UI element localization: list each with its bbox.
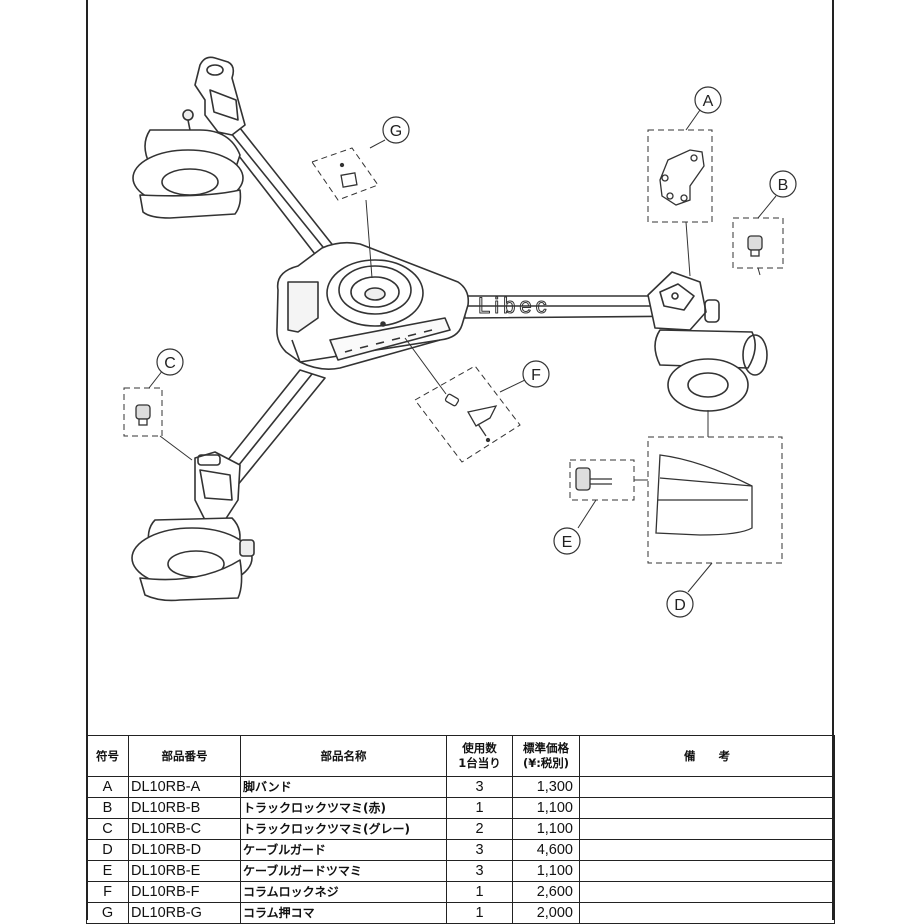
- row-price: 1,300: [512, 776, 580, 798]
- detail-box-c: [123, 387, 163, 437]
- callout-g: G: [382, 116, 410, 144]
- row-remarks: [579, 860, 835, 882]
- parts-list-table: 符号 部品番号 部品名称 使用数 1台当り 標準価格 (¥:税別) 備 考 A …: [86, 735, 835, 924]
- row-part-name: トラックロックツマミ(赤): [240, 797, 447, 819]
- svg-text:F: F: [531, 367, 541, 384]
- row-quantity: 1: [446, 881, 513, 903]
- row-symbol: D: [86, 839, 129, 861]
- row-price: 2,600: [512, 881, 580, 903]
- row-part-name: 脚バンド: [240, 776, 447, 798]
- row-price: 4,600: [512, 839, 580, 861]
- table-row: B DL10RB-B トラックロックツマミ(赤) 1 1,100: [86, 797, 835, 819]
- header-part-number: 部品番号: [128, 735, 241, 777]
- row-symbol: A: [86, 776, 129, 798]
- caster-upper-left: [132, 56, 246, 219]
- row-symbol: F: [86, 881, 129, 903]
- row-remarks: [579, 839, 835, 861]
- header-remarks: 備 考: [579, 735, 835, 777]
- part-f-column-lock-screw: [444, 393, 498, 443]
- svg-text:B: B: [778, 177, 789, 194]
- header-price-line1: 標準価格: [523, 741, 569, 755]
- row-part-number: DL10RB-B: [128, 797, 241, 819]
- callout-c: C: [156, 348, 184, 376]
- row-price: 1,100: [512, 818, 580, 840]
- row-part-number: DL10RB-A: [128, 776, 241, 798]
- part-c-track-lock-knob-grey: [135, 404, 151, 426]
- row-part-number: DL10RB-G: [128, 902, 241, 924]
- row-remarks: [579, 797, 835, 819]
- left-border-line: [86, 0, 88, 920]
- header-price: 標準価格 (¥:税別): [512, 735, 580, 777]
- svg-text:D: D: [674, 597, 686, 614]
- svg-text:A: A: [703, 93, 714, 110]
- detail-box-a: [647, 129, 713, 223]
- row-part-name: コラムロックネジ: [240, 881, 447, 903]
- row-symbol: G: [86, 902, 129, 924]
- callout-f: F: [522, 360, 550, 388]
- callout-e: E: [553, 527, 581, 555]
- table-row: E DL10RB-E ケーブルガードツマミ 3 1,100: [86, 860, 835, 882]
- row-part-name: ケーブルガードツマミ: [240, 860, 447, 882]
- table-row: A DL10RB-A 脚バンド 3 1,300: [86, 776, 835, 798]
- svg-text:G: G: [390, 123, 402, 140]
- row-quantity: 3: [446, 776, 513, 798]
- detail-box-g: [311, 147, 379, 201]
- row-price: 1,100: [512, 797, 580, 819]
- row-remarks: [579, 902, 835, 924]
- row-quantity: 2: [446, 818, 513, 840]
- row-quantity: 3: [446, 860, 513, 882]
- row-part-number: DL10RB-D: [128, 839, 241, 861]
- svg-text:C: C: [164, 355, 176, 372]
- row-quantity: 1: [446, 902, 513, 924]
- table-row: F DL10RB-F コラムロックネジ 1 2,600: [86, 881, 835, 903]
- brand-logo: Libec: [478, 293, 551, 318]
- svg-text:E: E: [562, 534, 573, 551]
- row-remarks: [579, 776, 835, 798]
- table-row: C DL10RB-C トラックロックツマミ(グレー) 2 1,100: [86, 818, 835, 840]
- row-symbol: C: [86, 818, 129, 840]
- part-d-cable-guard: [655, 454, 753, 536]
- header-price-line2: (¥:税別): [522, 756, 570, 770]
- header-symbol: 符号: [86, 735, 129, 777]
- row-part-name: トラックロックツマミ(グレー): [240, 818, 447, 840]
- row-symbol: E: [86, 860, 129, 882]
- row-quantity: 1: [446, 797, 513, 819]
- part-e-cable-guard-knob: [575, 467, 612, 491]
- row-price: 2,000: [512, 902, 580, 924]
- exploded-parts-diagram: Libec: [123, 56, 797, 618]
- caster-lower-left: [131, 451, 255, 602]
- header-quantity: 使用数 1台当り: [446, 735, 513, 777]
- right-border-line: [832, 0, 834, 920]
- caster-right: [647, 271, 768, 412]
- callout-b: B: [769, 170, 797, 198]
- part-g-column-clamp-piece: [339, 162, 358, 188]
- row-remarks: [579, 818, 835, 840]
- row-part-name: コラム押コマ: [240, 902, 447, 924]
- row-part-number: DL10RB-C: [128, 818, 241, 840]
- row-part-number: DL10RB-E: [128, 860, 241, 882]
- table-header-row: 符号 部品番号 部品名称 使用数 1台当り 標準価格 (¥:税別) 備 考: [86, 735, 835, 777]
- header-quantity-line1: 使用数: [462, 741, 497, 755]
- row-symbol: B: [86, 797, 129, 819]
- detail-box-f: [414, 365, 521, 463]
- row-price: 1,100: [512, 860, 580, 882]
- callout-d: D: [666, 590, 694, 618]
- row-quantity: 3: [446, 839, 513, 861]
- table-row: G DL10RB-G コラム押コマ 1 2,000: [86, 902, 835, 924]
- part-a-leg-band: [659, 149, 705, 206]
- center-column-clamp: [326, 259, 424, 327]
- callout-a: A: [694, 86, 722, 114]
- row-part-number: DL10RB-F: [128, 881, 241, 903]
- row-remarks: [579, 881, 835, 903]
- header-part-name: 部品名称: [240, 735, 447, 777]
- table-row: D DL10RB-D ケーブルガード 3 4,600: [86, 839, 835, 861]
- row-part-name: ケーブルガード: [240, 839, 447, 861]
- part-b-track-lock-knob-red: [747, 235, 763, 257]
- header-quantity-line2: 1台当り: [458, 756, 501, 770]
